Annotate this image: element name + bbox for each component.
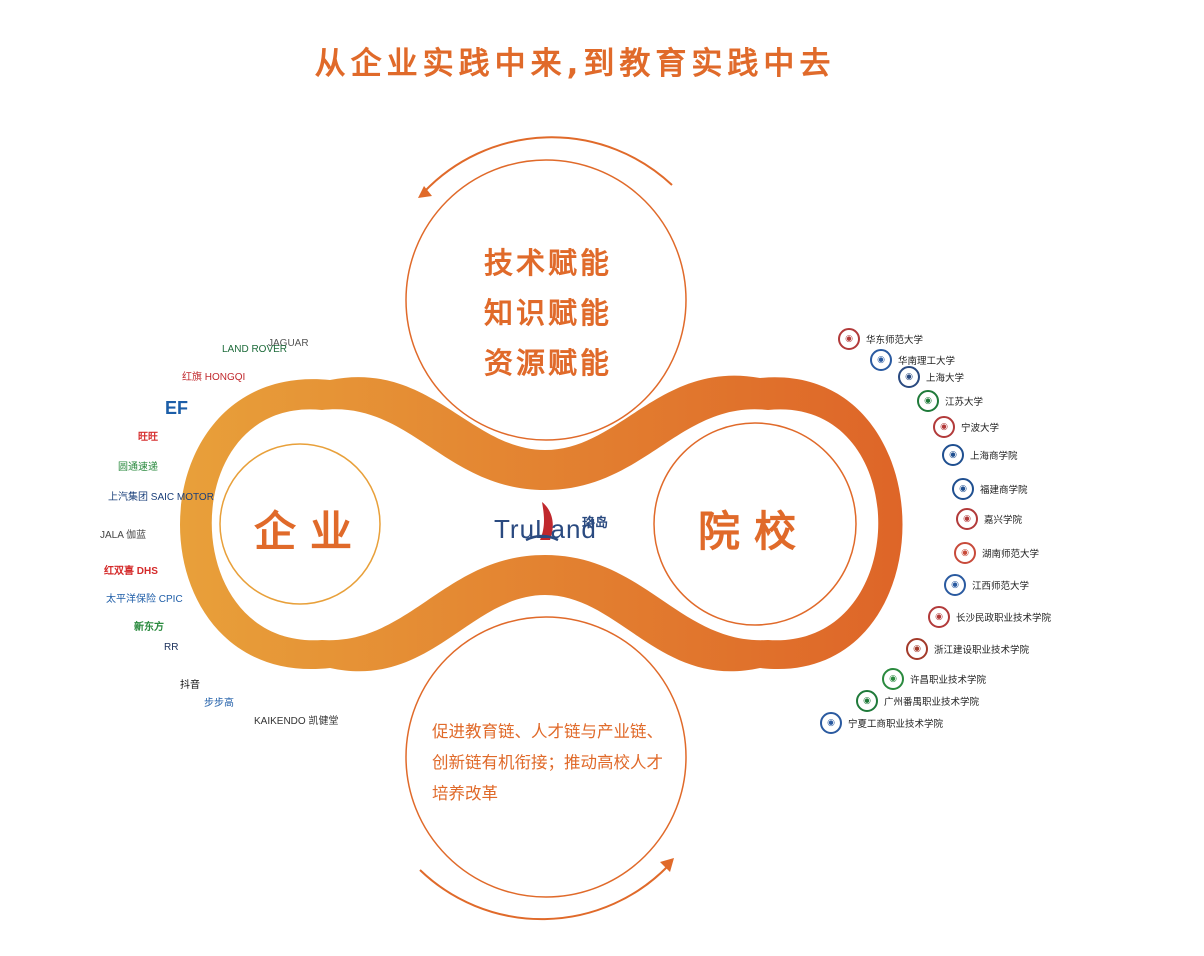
university-seal-icon: ◉ bbox=[954, 542, 976, 564]
top-cycle-arrow bbox=[423, 136, 673, 193]
college-inner-circle bbox=[653, 422, 857, 626]
company-logo: JAGUAR bbox=[268, 338, 309, 349]
university-seal-icon: ◉ bbox=[956, 508, 978, 530]
enterprise-inner-circle bbox=[219, 443, 381, 605]
university-item: ◉ 江西师范大学 bbox=[944, 574, 1029, 596]
university-name: 许昌职业技术学院 bbox=[910, 675, 987, 686]
company-logo: KAIKENDO 凯健堂 bbox=[254, 716, 339, 727]
university-seal-icon: ◉ bbox=[952, 478, 974, 500]
page-title: 从企业实践中来,到教育实践中去 bbox=[314, 46, 836, 82]
university-name: 宁波大学 bbox=[961, 423, 1000, 434]
company-logo: 旺旺 bbox=[138, 432, 158, 443]
empowerment-list: 技术赋能 知识赋能 资源赋能 bbox=[458, 238, 638, 388]
company-logo: EF bbox=[165, 398, 189, 418]
company-logo: RR bbox=[164, 642, 179, 653]
university-item: ◉ 福建商学院 bbox=[952, 478, 1028, 500]
university-name: 上海商学院 bbox=[970, 451, 1018, 462]
university-item: ◉ 江苏大学 bbox=[917, 390, 983, 412]
university-seal-icon: ◉ bbox=[882, 668, 904, 690]
university-name: 江苏大学 bbox=[945, 397, 984, 408]
company-logo: 圆通速递 bbox=[118, 462, 158, 473]
company-logo: JALA 伽蓝 bbox=[100, 530, 147, 541]
university-seal-icon: ◉ bbox=[856, 690, 878, 712]
university-seal-icon: ◉ bbox=[928, 606, 950, 628]
university-item: ◉ 湖南师范大学 bbox=[954, 542, 1039, 564]
university-name: 华东师范大学 bbox=[866, 335, 924, 346]
empowerment-circle bbox=[405, 159, 687, 441]
company-logo: 太平洋保险 CPIC bbox=[106, 594, 183, 605]
university-item: ◉ 华南理工大学 bbox=[870, 349, 955, 371]
university-item: ◉ 上海大学 bbox=[898, 366, 964, 388]
university-name: 嘉兴学院 bbox=[984, 515, 1023, 526]
university-item: ◉ 嘉兴学院 bbox=[956, 508, 1022, 530]
university-name: 江西师范大学 bbox=[972, 581, 1030, 592]
university-name: 上海大学 bbox=[926, 373, 965, 384]
university-item: ◉ 长沙民政职业技术学院 bbox=[928, 606, 1051, 628]
university-item: ◉ 上海商学院 bbox=[942, 444, 1018, 466]
outcome-text: 促进教育链、人才链与产业链、创新链有机衔接；推动高校人才培养改革 bbox=[432, 722, 663, 803]
bottom-cycle-arrow bbox=[419, 865, 669, 921]
college-label: 院校 bbox=[697, 507, 810, 556]
company-logo: 红双喜 DHS bbox=[104, 566, 158, 577]
university-seal-icon: ◉ bbox=[944, 574, 966, 596]
university-seal-icon: ◉ bbox=[942, 444, 964, 466]
university-name: 长沙民政职业技术学院 bbox=[956, 613, 1052, 624]
company-logo: LAND ROVER bbox=[222, 344, 288, 355]
outcome-circle bbox=[405, 616, 687, 898]
company-logo: 红旗 HONGQI bbox=[182, 372, 246, 383]
university-seal-icon: ◉ bbox=[906, 638, 928, 660]
enterprise-label: 企业 bbox=[253, 507, 366, 556]
truland-sail-icon bbox=[525, 502, 559, 542]
university-item: ◉ 浙江建设职业技术学院 bbox=[906, 638, 1029, 660]
university-name: 华南理工大学 bbox=[898, 356, 956, 367]
empowerment-knowledge: 知识赋能 bbox=[483, 296, 612, 330]
university-seal-icon: ◉ bbox=[917, 390, 939, 412]
university-name: 福建商学院 bbox=[980, 485, 1028, 496]
empowerment-resource: 资源赋能 bbox=[483, 346, 612, 380]
university-item: ◉ 宁波大学 bbox=[933, 416, 999, 438]
company-logo: 新东方 bbox=[134, 622, 164, 633]
university-seal-icon: ◉ bbox=[820, 712, 842, 734]
university-name: 湖南师范大学 bbox=[982, 549, 1040, 560]
company-logo: 抖音 bbox=[180, 680, 200, 691]
company-logo: 步步高 bbox=[204, 698, 234, 709]
empowerment-tech: 技术赋能 bbox=[483, 246, 612, 280]
company-logo: 上汽集团 SAIC MOTOR bbox=[108, 492, 214, 503]
university-item: ◉ 华东师范大学 bbox=[838, 328, 923, 350]
university-seal-icon: ◉ bbox=[933, 416, 955, 438]
logo-wordmark: TruLand bbox=[494, 514, 597, 544]
university-name: 广州番禺职业技术学院 bbox=[884, 697, 980, 708]
university-name: 宁夏工商职业技术学院 bbox=[848, 719, 944, 730]
university-seal-icon: ◉ bbox=[898, 366, 920, 388]
university-item: ◉ 宁夏工商职业技术学院 bbox=[820, 712, 943, 734]
top-arrow-head bbox=[418, 186, 432, 198]
university-name: 浙江建设职业技术学院 bbox=[934, 645, 1030, 656]
figure-eight-band bbox=[180, 375, 903, 672]
logo-cn: 珞岛 bbox=[582, 516, 609, 531]
university-seal-icon: ◉ bbox=[870, 349, 892, 371]
university-seal-icon: ◉ bbox=[838, 328, 860, 350]
university-item: ◉ 广州番禺职业技术学院 bbox=[856, 690, 979, 712]
bottom-arrow-head bbox=[660, 858, 674, 872]
university-item: ◉ 许昌职业技术学院 bbox=[882, 668, 986, 690]
